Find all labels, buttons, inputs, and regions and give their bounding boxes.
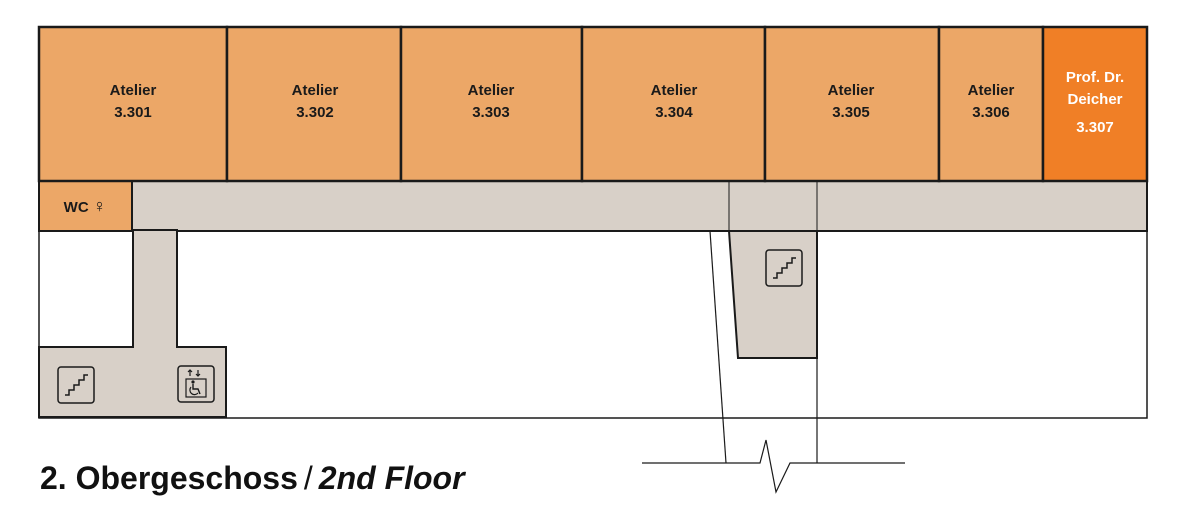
floor-title: 2. Obergeschoss/2nd Floor — [40, 460, 465, 497]
floor-title-de: 2. Obergeschoss — [40, 460, 298, 496]
room-3307[interactable]: Prof. Dr. Deicher 3.307 — [1041, 25, 1149, 183]
room-number: 3.306 — [972, 104, 1010, 121]
stairs-icon — [57, 366, 95, 404]
room-name: Atelier — [468, 82, 515, 99]
stair-elevator-core — [38, 346, 227, 418]
room-number: 3.304 — [655, 104, 693, 121]
corridor — [131, 180, 1148, 232]
room-3306[interactable]: Atelier 3.306 — [937, 25, 1045, 183]
room-name-line1: Prof. Dr. — [1066, 69, 1124, 86]
room-3303[interactable]: Atelier 3.303 — [399, 25, 584, 183]
floor-title-separator: / — [303, 460, 313, 496]
room-number: 3.307 — [1076, 119, 1114, 136]
room-name-line2: Deicher — [1067, 91, 1122, 108]
room-3302[interactable]: Atelier 3.302 — [225, 25, 403, 183]
room-name: Atelier — [651, 82, 698, 99]
stairs-icon — [765, 249, 803, 287]
room-3301[interactable]: Atelier 3.301 — [37, 25, 229, 183]
corridor-connector — [132, 229, 178, 349]
floor-title-en: 2nd Floor — [318, 460, 465, 496]
room-name: Atelier — [292, 82, 339, 99]
wc-room[interactable] — [38, 180, 133, 232]
accessible-elevator-icon — [177, 365, 215, 403]
room-name: Atelier — [968, 82, 1015, 99]
room-number: 3.305 — [832, 104, 870, 121]
room-3304[interactable]: Atelier 3.304 — [580, 25, 767, 183]
room-name: Atelier — [110, 82, 157, 99]
break-line — [642, 439, 905, 494]
room-number: 3.301 — [114, 104, 152, 121]
room-number: 3.303 — [472, 104, 510, 121]
room-number: 3.302 — [296, 104, 334, 121]
room-3305[interactable]: Atelier 3.305 — [763, 25, 941, 183]
room-name: Atelier — [828, 82, 875, 99]
wc-label: WC ♀ — [64, 196, 107, 216]
bridge-wall-left — [709, 230, 727, 464]
